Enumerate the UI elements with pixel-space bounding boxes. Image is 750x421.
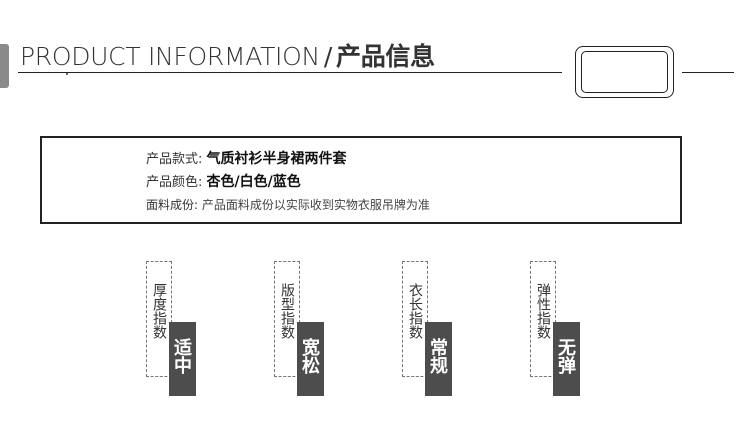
page-title-english: PRODUCT INFORMATION (20, 42, 320, 71)
tag-elasticity: 弹性指数 无弹 (530, 261, 590, 396)
info-label: 产品款式: (146, 152, 203, 167)
tag-value: 适中 (171, 338, 192, 374)
tag-label: 厚度指数 (151, 283, 167, 339)
tag-value: 无弹 (555, 338, 576, 374)
tag-label: 版型指数 (279, 283, 295, 339)
info-value: 气质衬衫半身裙两件套 (206, 151, 347, 167)
info-value: 产品面料成份以实际收到实物衣服吊牌为准 (201, 198, 430, 212)
decorative-frame-inner (581, 51, 668, 93)
decorative-dot (66, 73, 68, 75)
header-underline-left (18, 72, 562, 73)
tag-fit: 版型指数 宽松 (274, 261, 334, 396)
tag-length: 衣长指数 常规 (402, 261, 462, 396)
tag-value: 常规 (427, 338, 448, 374)
info-row-fabric: 面料成份: 产品面料成份以实际收到实物衣服吊牌为准 (146, 196, 430, 214)
product-info-box: 产品款式: 气质衬衫半身裙两件套 产品颜色: 杏色/白色/蓝色 面料成份: 产品… (40, 136, 682, 224)
page-title: PRODUCT INFORMATION/产品信息 (20, 40, 435, 76)
info-row-color: 产品颜色: 杏色/白色/蓝色 (146, 173, 301, 192)
info-label: 产品颜色: (146, 175, 203, 190)
tag-dashed-frame (274, 261, 300, 377)
page-title-chinese: 产品信息 (336, 42, 435, 71)
header-accent-bar (0, 44, 9, 88)
page-title-separator: / (323, 42, 333, 71)
header-underline-right (682, 72, 734, 73)
tag-dashed-frame (146, 261, 172, 377)
tag-badge: 常规 (425, 322, 452, 396)
tag-value: 宽松 (299, 338, 320, 374)
decorative-frame-outer (575, 46, 674, 98)
tag-dashed-frame (402, 261, 428, 377)
tag-label: 衣长指数 (407, 283, 423, 339)
tag-thickness: 厚度指数 适中 (146, 261, 206, 396)
info-value: 杏色/白色/蓝色 (206, 174, 301, 190)
tag-badge: 适中 (169, 322, 196, 396)
info-row-style: 产品款式: 气质衬衫半身裙两件套 (146, 150, 347, 169)
tag-badge: 无弹 (553, 322, 580, 396)
tag-dashed-frame (530, 261, 556, 377)
info-label: 面料成份: (146, 198, 199, 212)
tag-label: 弹性指数 (535, 283, 551, 339)
tag-badge: 宽松 (297, 322, 324, 396)
